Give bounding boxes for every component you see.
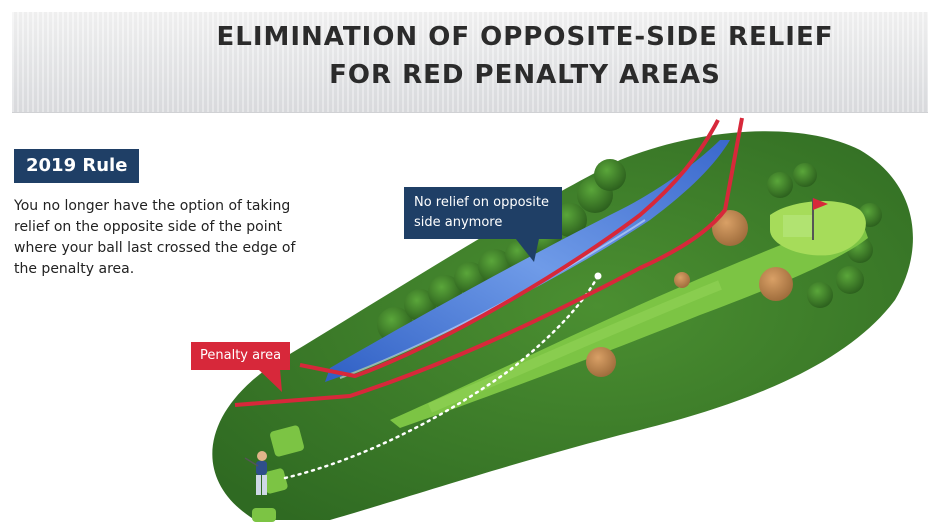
ball-flight-path (283, 274, 600, 480)
golfer-icon (244, 451, 267, 495)
ball-crossing-point (594, 272, 602, 280)
title-line-2: FOR RED PENALTY AREAS (329, 60, 721, 90)
bunker (712, 210, 748, 246)
bunker (759, 267, 793, 301)
water-hazard (325, 140, 730, 382)
bunker (586, 347, 616, 377)
flag-icon (813, 198, 828, 210)
page-title: ELIMINATION OF OPPOSITE-SIDE RELIEF FOR … (12, 18, 928, 94)
penalty-line-inner (234, 117, 744, 407)
callout-pointer-red (258, 369, 282, 392)
rule-badge: 2019 Rule (14, 149, 140, 183)
title-line-1: ELIMINATION OF OPPOSITE-SIDE RELIEF (216, 22, 834, 52)
title-banner: ELIMINATION OF OPPOSITE-SIDE RELIEF FOR … (12, 12, 928, 113)
no-relief-callout: No relief on opposite side anymore (404, 187, 562, 239)
tee-box (270, 425, 304, 457)
penalty-line-outer (299, 119, 720, 378)
putting-green (770, 200, 866, 256)
rough-area (212, 131, 913, 520)
rule-description: You no longer have the option of taking … (14, 198, 296, 277)
callout-pointer-blue (512, 234, 540, 262)
tee-box (262, 468, 288, 494)
bunker (674, 272, 690, 288)
penalty-area-callout: Penalty area (191, 342, 291, 370)
